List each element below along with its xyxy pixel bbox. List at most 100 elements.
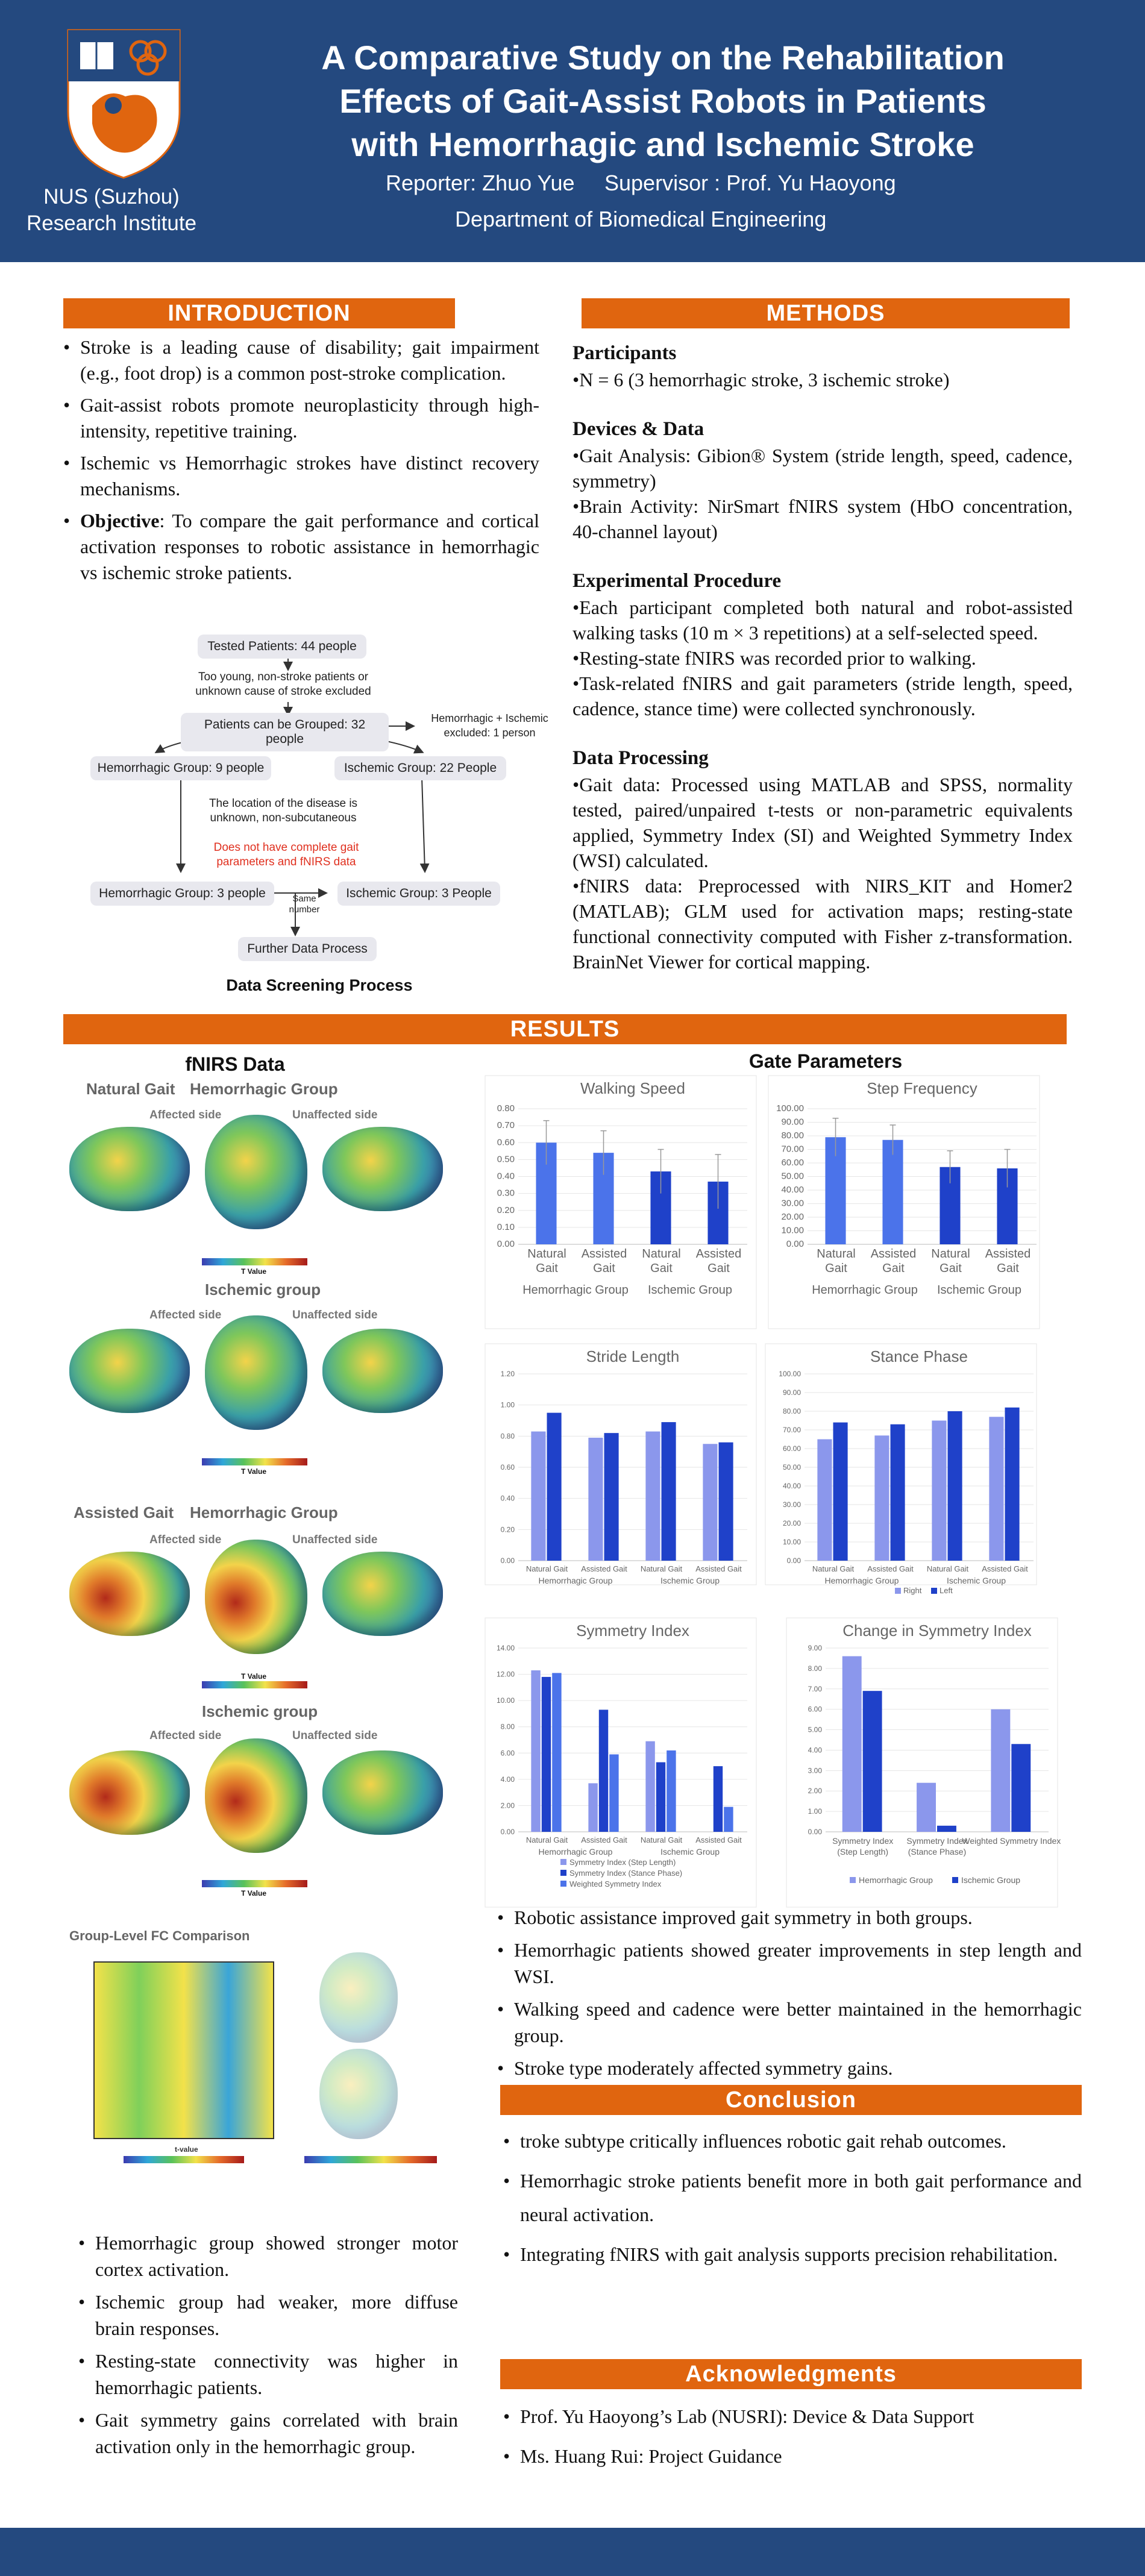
processing-item: •fNIRS data: Preprocessed with NIRS_KIT … [572, 875, 1073, 973]
category-label: Assisted [985, 1247, 1031, 1261]
tick-label: 0.50 [497, 1154, 515, 1164]
legend-label: Symmetry Index (Step Length) [569, 1858, 676, 1867]
category-label: Assisted Gait [867, 1564, 914, 1573]
nus-crest-logo [67, 29, 181, 179]
tick-label: 50.00 [783, 1463, 801, 1471]
tick-label: 3.00 [808, 1766, 823, 1775]
bar [604, 1433, 619, 1561]
colorbar-label: T Value [241, 1267, 267, 1276]
colorbar [202, 1681, 307, 1688]
methods-body: Participants •N = 6 (3 hemorrhagic strok… [572, 340, 1073, 974]
fc-title: Group-Level FC Comparison [69, 1928, 250, 1943]
group-label: Ischemic Group [937, 1283, 1021, 1297]
conclusion-point: Hemorrhagic stroke patients benefit more… [503, 2164, 1082, 2231]
category-label: Assisted Gait [695, 1564, 742, 1573]
tick-label: 14.00 [497, 1644, 515, 1652]
bar [937, 1825, 956, 1832]
tick-label: 0.00 [787, 1556, 802, 1565]
category-label: Weighted Symmetry Index [962, 1836, 1061, 1846]
category-label: Gait [593, 1262, 615, 1275]
legend-swatch [895, 1588, 901, 1594]
flow-exclusion-note: Too young, non-stroke patients or unknow… [195, 671, 371, 698]
category-label: Assisted Gait [982, 1564, 1028, 1573]
poster-title: A Comparative Study on the Rehabilitatio… [321, 39, 1005, 163]
bar [718, 1442, 733, 1561]
fnirs-finding: Resting-state connectivity was higher in… [78, 2348, 458, 2401]
unaffected-side-label: Unaffected side [292, 1109, 378, 1121]
introduction-list: Stroke is a leading cause of disability;… [63, 334, 539, 592]
bar [833, 1422, 848, 1561]
brain-map-image [69, 1127, 190, 1211]
bar [932, 1420, 947, 1561]
participants-text: •N = 6 (3 hemorrhagic stroke, 3 ischemic… [572, 369, 950, 390]
tick-label: 100.00 [779, 1370, 801, 1378]
tick-label: 0.20 [501, 1525, 515, 1534]
bar [541, 1676, 551, 1832]
tick-label: 2.00 [501, 1801, 515, 1810]
procedure-item: •Each participant completed both natural… [572, 597, 1073, 644]
gate-parameters-title: Gate Parameters [748, 1050, 903, 1072]
flow-same-number: Same number [289, 894, 320, 915]
bar [656, 1762, 666, 1832]
unaffected-side-label: Unaffected side [292, 1729, 378, 1742]
category-label: Assisted [582, 1247, 627, 1261]
brain-map-image [322, 1750, 443, 1835]
bar [713, 1766, 723, 1832]
fc-matrix-image [93, 1961, 274, 2139]
tick-label: 80.00 [781, 1130, 804, 1141]
tick-label: 0.30 [497, 1188, 515, 1199]
flow-hem-final-box: Hemorrhagic Group: 3 people [90, 882, 274, 906]
hem-group-label: Hemorrhagic Group [190, 1080, 338, 1098]
tick-label: 2.00 [808, 1787, 823, 1795]
hem-group-label: Hemorrhagic Group [190, 1503, 338, 1521]
category-label: Assisted [696, 1247, 742, 1261]
affected-side-label: Affected side [149, 1729, 222, 1742]
tick-label: 0.00 [497, 1239, 515, 1249]
tick-label: 1.00 [808, 1807, 823, 1816]
category-label: Natural Gait [526, 1564, 568, 1573]
natural-gait-label: Natural Gait [86, 1080, 175, 1098]
legend-label: Hemorrhagic Group [859, 1875, 933, 1885]
tick-label: 50.00 [781, 1171, 804, 1182]
tick-label: 60.00 [781, 1158, 804, 1168]
category-label: Symmetry Index [906, 1836, 967, 1846]
processing-heading: Data Processing [572, 747, 709, 769]
bar [947, 1411, 962, 1561]
institute-name: NUS (Suzhou)Research Institute [26, 185, 197, 235]
unaffected-side-label: Unaffected side [292, 1534, 378, 1546]
bar [817, 1439, 832, 1561]
chart-title: Symmetry Index [576, 1622, 689, 1640]
bar [645, 1431, 660, 1561]
legend-swatch [560, 1881, 566, 1887]
bar [588, 1437, 603, 1561]
category-label: Natural Gait [641, 1835, 683, 1844]
tick-label: 90.00 [783, 1388, 801, 1397]
affected-side-label: Affected side [149, 1109, 222, 1121]
group-label: Ischemic Group [648, 1283, 732, 1297]
isc-group-label: Ischemic group [205, 1280, 321, 1299]
legend-swatch [952, 1877, 958, 1883]
ack-item: Ms. Huang Rui: Project Guidance [503, 2439, 1082, 2473]
legend-swatch [850, 1877, 856, 1883]
chart-title: Step Frequency [867, 1079, 977, 1097]
tick-label: 20.00 [781, 1212, 804, 1222]
legend-swatch [931, 1588, 937, 1594]
bar [917, 1782, 936, 1832]
colorbar [202, 1458, 307, 1465]
bar [874, 1435, 889, 1561]
methods-heading: METHODS [582, 298, 1070, 328]
acknowledgments-list: Prof. Yu Haoyong’s Lab (NUSRI): Device &… [503, 2399, 1082, 2479]
category-label: Gait [997, 1262, 1019, 1275]
chart-title: Change in Symmetry Index [842, 1622, 1032, 1640]
supervisor: Supervisor : Prof. Yu Haoyong [604, 171, 896, 195]
tick-label: 0.00 [808, 1828, 823, 1836]
gait-charts: Walking Speed0.000.100.200.300.400.500.6… [485, 1075, 1061, 1908]
chart-title: Walking Speed [580, 1079, 685, 1097]
category-label: Assisted Gait [695, 1835, 742, 1844]
chart-title: Stride Length [586, 1347, 680, 1365]
category-label: Natural [527, 1247, 566, 1261]
conclusion-list: troke subtype critically influences robo… [503, 2124, 1082, 2277]
tick-label: 0.80 [501, 1432, 515, 1440]
group-label: Hemorrhagic Group [539, 1847, 613, 1857]
tick-label: 100.00 [776, 1103, 804, 1114]
